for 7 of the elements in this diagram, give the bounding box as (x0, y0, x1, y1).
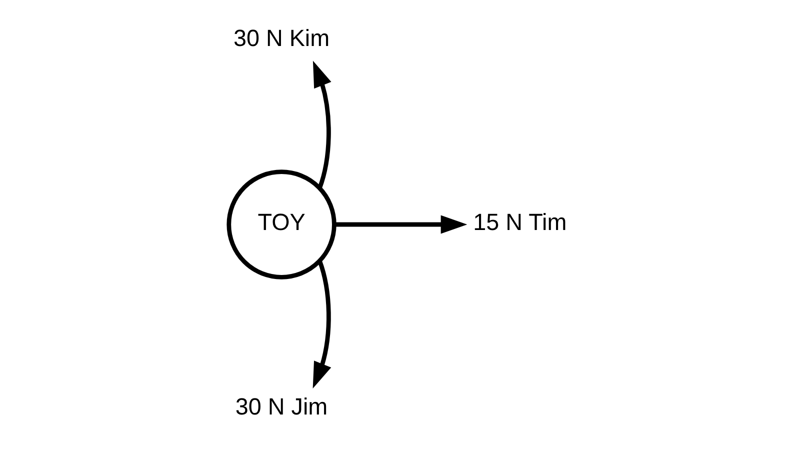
node-text: 30 N Jim (235, 393, 328, 420)
arrow (334, 215, 468, 234)
node-text: 30 N Kim (233, 24, 330, 51)
arrow (312, 60, 332, 189)
arrow (312, 260, 332, 389)
node-circle: TOY (226, 170, 336, 280)
node-text: 15 N Tim (473, 209, 567, 236)
